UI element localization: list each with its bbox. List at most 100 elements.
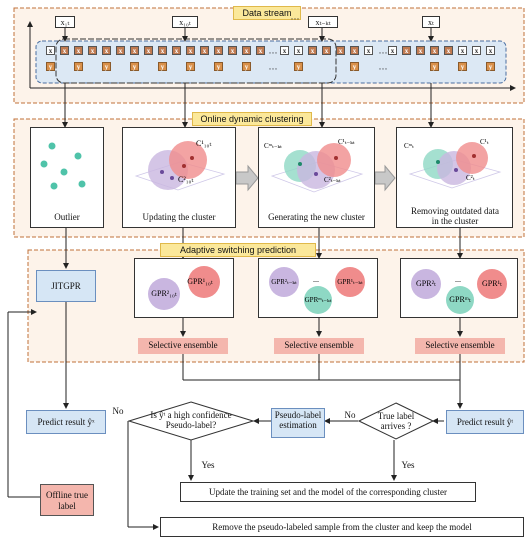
stream-x-cell: x: [388, 46, 397, 55]
stream-x-cell: x: [402, 46, 411, 55]
stream-x-cell: x: [46, 46, 55, 55]
pseudo-label-estimation: Pseudo-label estimation: [271, 408, 325, 438]
stream-x-cell: x: [102, 46, 111, 55]
update-training-box: Update the training set and the model of…: [180, 482, 476, 502]
predict-result-left: Predict result ŷˣ: [26, 410, 106, 434]
stream-y-cell: y: [102, 62, 111, 71]
stream-y-cell: y: [294, 62, 303, 71]
stream-x-cell: x: [144, 46, 153, 55]
stream-row-ellipsis: ···: [378, 48, 388, 58]
selective-ensemble-3: Selective ensemble: [415, 338, 505, 354]
switching-title: Adaptive switching prediction: [160, 243, 316, 257]
stream-x-cell: x: [186, 46, 195, 55]
stream-x-cell: x: [416, 46, 425, 55]
gpr-ellipsis-2: ...: [313, 275, 319, 284]
selective-ensemble-1: Selective ensemble: [138, 338, 228, 354]
stream-x-cell: x: [60, 46, 69, 55]
stream-y-cell: y: [46, 62, 55, 71]
outlier-scatter: [40, 142, 86, 190]
stream-marker-first: x₁ₜ: [55, 16, 75, 28]
stream-x-cell: x: [444, 46, 453, 55]
remove-pseudo-box: Remove the pseudo-labeled sample from th…: [160, 517, 524, 537]
gpr-group-2-plot: GPR²ₜ₋ₖₜ ... GPR¹ₜ₋ₖₜ GPRᵐₜ₋ₖₜ: [269, 267, 365, 314]
stream-x-cell: x: [242, 46, 251, 55]
true-label-diamond: [358, 402, 434, 440]
stream-x-cell: x: [364, 46, 373, 55]
updating-cluster-plot: C¹₁₀ₜ C²₁₀ₜ: [134, 139, 226, 191]
cluster-label-cm-t: Cᵐₜ: [404, 142, 414, 150]
stream-marker-t: xₜ: [422, 16, 440, 28]
stream-marker-ellipsis: ···: [290, 14, 300, 24]
high-confidence-diamond: [128, 401, 254, 441]
cluster-label-c2-tkt: C²ₜ₋ₖₜ: [324, 176, 341, 184]
clustering-title: Online dynamic clustering: [192, 112, 312, 126]
stream-x-cell: x: [280, 46, 289, 55]
generating-cluster-plot: Cᵐₜ₋ₖₜ C¹ₜ₋ₖₜ C²ₜ₋ₖₜ: [264, 138, 364, 193]
stream-x-cell: x: [308, 46, 317, 55]
yes-label-diamond: Yes: [401, 460, 415, 470]
gpr-label-1a: GPR¹₁₀ₜ: [187, 277, 213, 286]
high-confidence-question: Is ŷᵗ a high confidence Pseudo-label?: [150, 410, 232, 430]
stream-y-cell: y: [430, 62, 439, 71]
stream-y-cell: y: [242, 62, 251, 71]
gpr-label-1b: GPR²₁₀ₜ: [151, 289, 177, 298]
stream-x-cell: x: [294, 46, 303, 55]
stream-row-ellipsis: ···: [268, 64, 278, 74]
stream-row-ellipsis: ···: [268, 48, 278, 58]
stream-x-cell: x: [116, 46, 125, 55]
cluster-label-c1-10t: C¹₁₀ₜ: [196, 139, 211, 148]
stream-x-cell: x: [74, 46, 83, 55]
removing-cluster-plot: Cᵐₜ C¹ₜ C²ₜ: [404, 138, 502, 189]
cluster-label-c1-t: C¹ₜ: [480, 138, 489, 146]
stream-row-ellipsis: ···: [378, 64, 388, 74]
updating-caption: Updating the cluster: [142, 212, 216, 222]
removing-caption: Removing outdated data in the cluster: [411, 206, 499, 226]
gpr-label-3a: GPR²ₜ: [416, 279, 436, 288]
stream-x-cell: x: [172, 46, 181, 55]
stream-y-cell: y: [214, 62, 223, 71]
generating-caption: Generating the new cluster: [268, 212, 365, 222]
gpr-label-2c: GPRᵐₜ₋ₖₜ: [305, 296, 332, 304]
outlier-panel: [30, 127, 104, 228]
stream-y-cell: y: [74, 62, 83, 71]
outlier-caption: Outlier: [54, 212, 80, 222]
stream-x-cell: x: [88, 46, 97, 55]
stream-x-cell: x: [130, 46, 139, 55]
stream-x-cell: x: [472, 46, 481, 55]
stream-x-cell: x: [256, 46, 265, 55]
no-label-highconf: No: [112, 406, 124, 416]
stream-x-cell: x: [336, 46, 345, 55]
offline-true-label: Offline true label: [40, 484, 94, 516]
stream-x-cell: x: [430, 46, 439, 55]
stream-marker-mid: x₁₀ₜ: [172, 16, 198, 28]
stream-y-cell: y: [458, 62, 467, 71]
stream-x-cell: x: [214, 46, 223, 55]
data-stream-title: Data stream: [233, 6, 301, 20]
gpr-ellipsis-3: ...: [455, 275, 461, 284]
stream-x-cell: x: [228, 46, 237, 55]
gpr-label-3b: GPR¹ₜ: [482, 279, 502, 288]
gpr-label-3c: GPRᵐₜ: [449, 295, 470, 304]
gpr-group-3-plot: GPR²ₜ ... GPR¹ₜ GPRᵐₜ: [411, 269, 507, 314]
stream-x-cell: x: [486, 46, 495, 55]
predict-result-right: Predict result ŷᵗ: [446, 410, 524, 434]
stream-y-cell: y: [158, 62, 167, 71]
stream-marker-k: xₜ₋ₖₜ: [308, 16, 338, 28]
cluster-label-c1-tkt: C¹ₜ₋ₖₜ: [338, 138, 355, 146]
cluster-label-cm-tkt: Cᵐₜ₋ₖₜ: [264, 142, 282, 150]
stream-x-cell: x: [458, 46, 467, 55]
stream-y-cell: y: [350, 62, 359, 71]
stream-x-cell: x: [350, 46, 359, 55]
cluster-label-c2-10t: C²₁₀ₜ: [178, 175, 193, 184]
selective-ensemble-2: Selective ensemble: [274, 338, 364, 354]
cluster-label-c2-t: C²ₜ: [466, 174, 475, 182]
stream-x-cell: x: [200, 46, 209, 55]
jitgpr-box: JITGPR: [36, 270, 96, 302]
generating-panel: [258, 127, 375, 228]
true-label-question: True label arrives ?: [377, 411, 415, 431]
gpr-label-2b: GPR¹ₜ₋ₖₜ: [337, 278, 363, 286]
no-label-diamond: No: [344, 410, 356, 420]
stream-y-cell: y: [130, 62, 139, 71]
stream-y-cell: y: [486, 62, 495, 71]
stream-y-cell: y: [186, 62, 195, 71]
